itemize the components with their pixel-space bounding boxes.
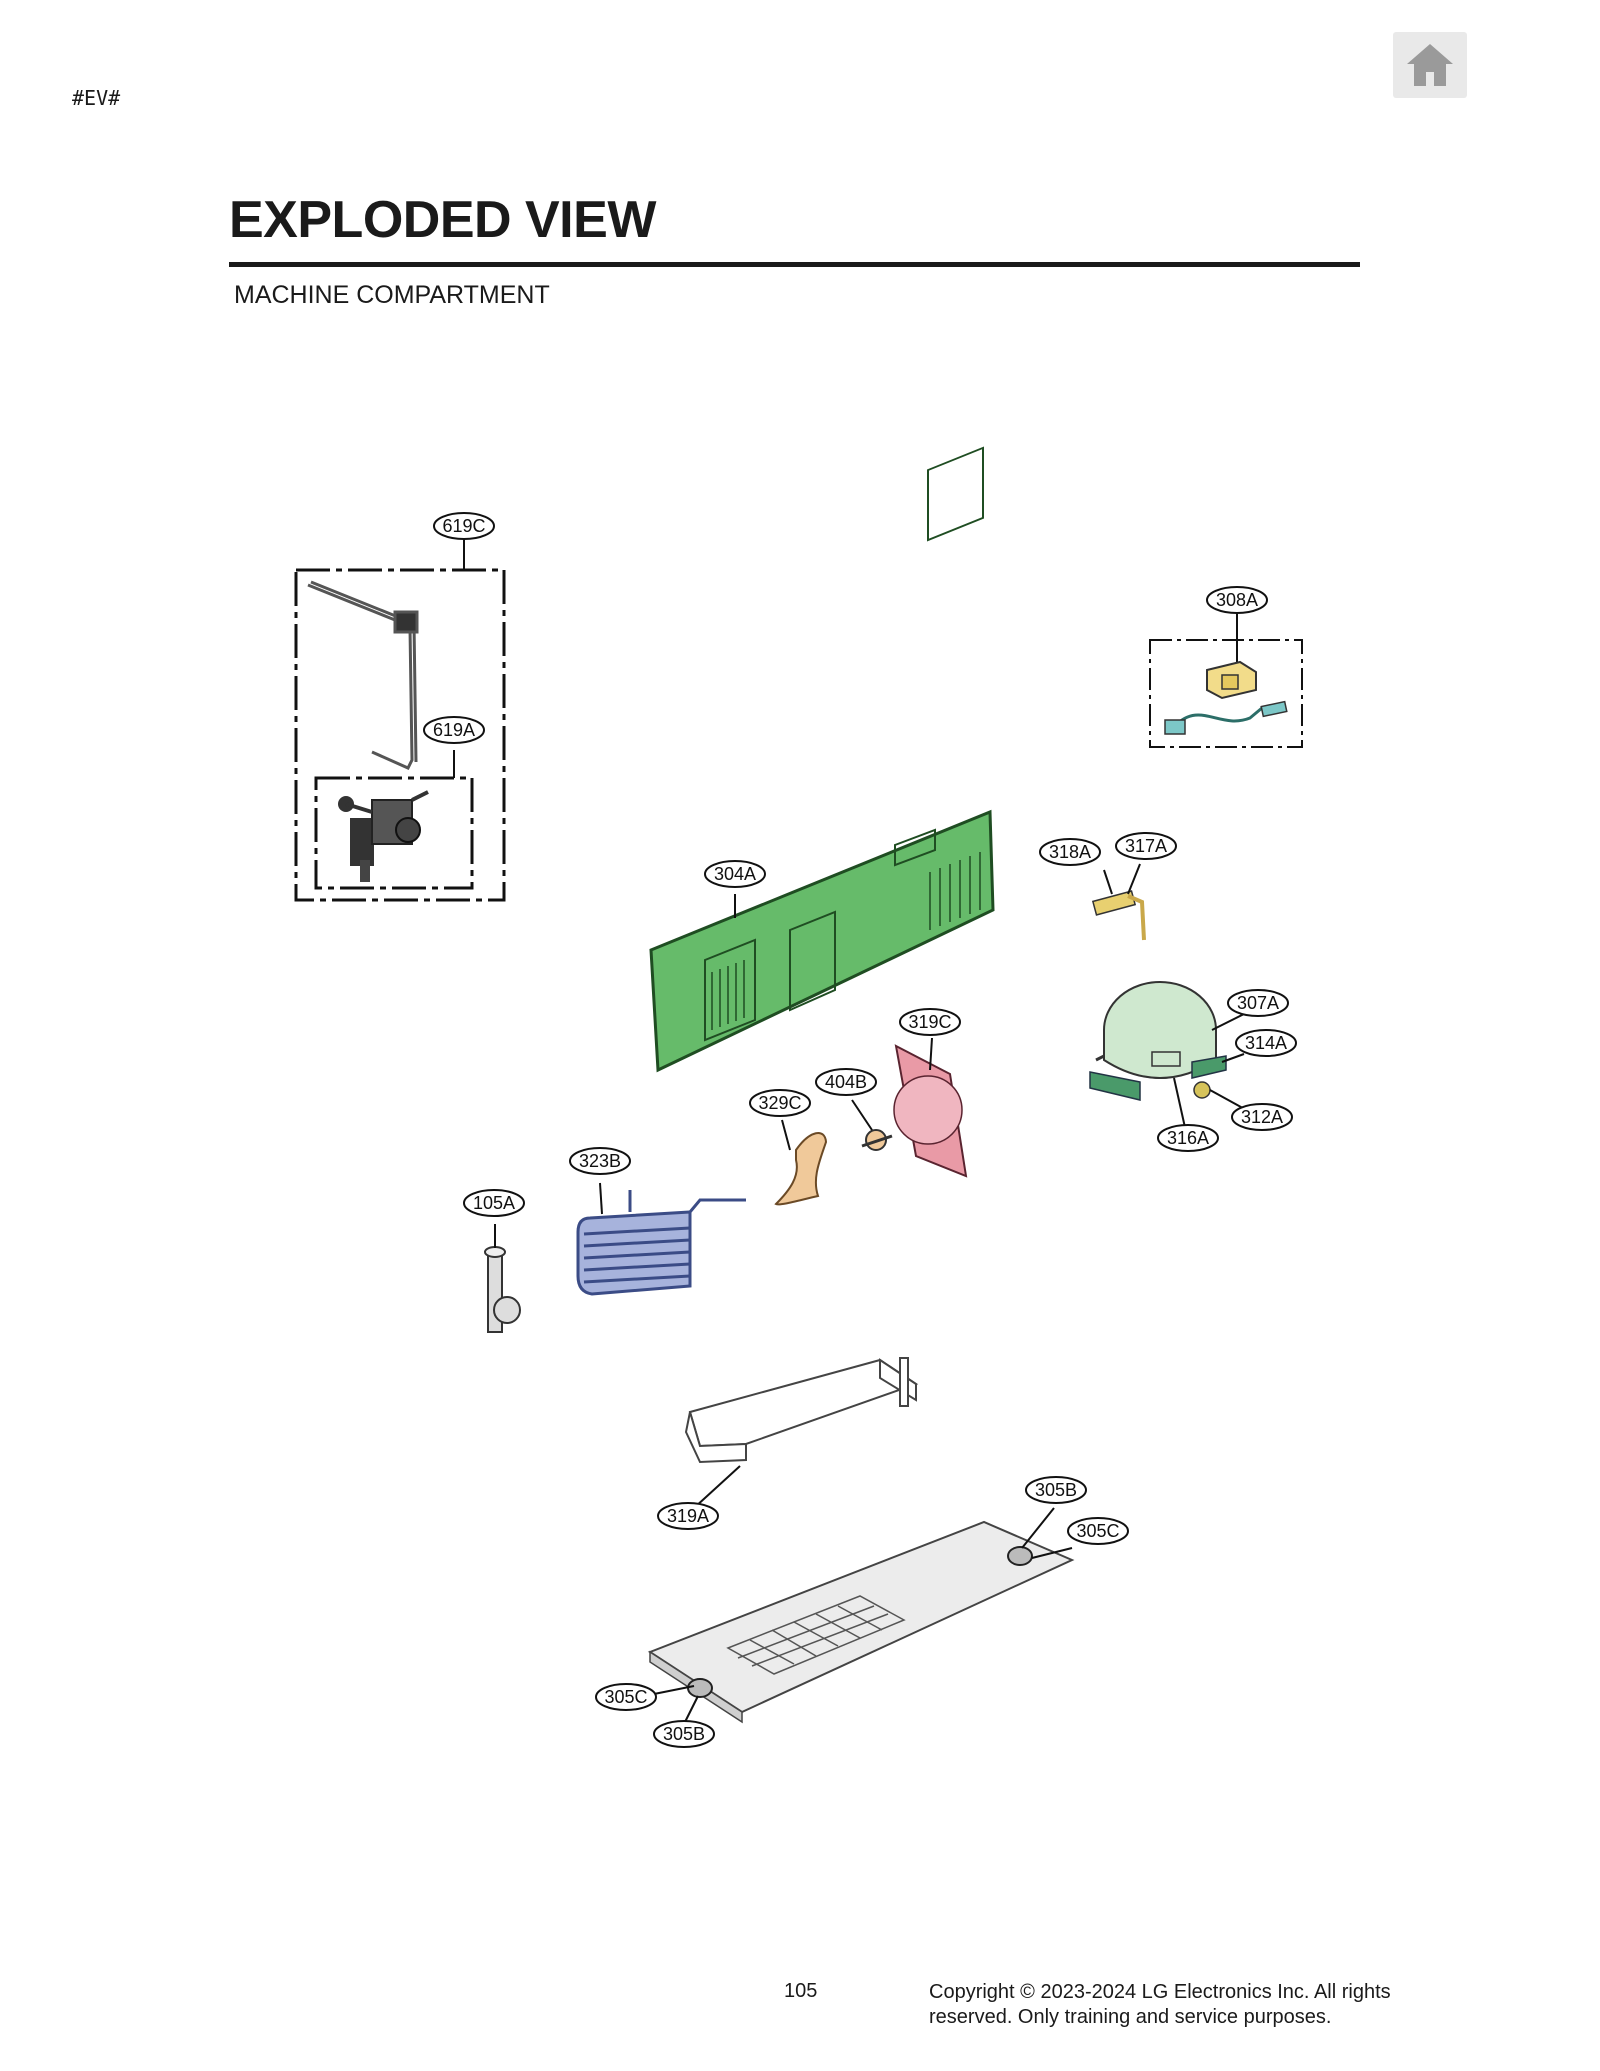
callout-305c-bottom: 305C bbox=[595, 1683, 657, 1711]
svg-text:318A: 318A bbox=[1049, 842, 1091, 862]
callout-323b: 323B bbox=[569, 1147, 631, 1175]
svg-text:305C: 305C bbox=[604, 1687, 647, 1707]
base-plate-part bbox=[647, 1520, 1075, 1724]
svg-text:105A: 105A bbox=[473, 1193, 515, 1213]
svg-text:619C: 619C bbox=[442, 516, 485, 536]
group-box-619a bbox=[314, 776, 474, 890]
callout-619a: 619A bbox=[423, 716, 485, 744]
callout-316a: 316A bbox=[1157, 1124, 1219, 1152]
group-box-619c bbox=[294, 568, 506, 902]
page-title: EXPLODED VIEW bbox=[229, 191, 656, 249]
drain-pan-part bbox=[684, 1357, 919, 1464]
copyright-line-1: Copyright © 2023-2024 LG Electronics Inc… bbox=[929, 1981, 1391, 2003]
svg-text:317A: 317A bbox=[1125, 836, 1167, 856]
svg-text:305B: 305B bbox=[1035, 1480, 1077, 1500]
copyright-line-2: reserved. Only training and service purp… bbox=[929, 2006, 1332, 2028]
fan-motor-part bbox=[861, 1129, 893, 1151]
callout-305b-bottom: 305B bbox=[653, 1720, 715, 1748]
page-number: 105 bbox=[784, 1980, 818, 2002]
svg-text:304A: 304A bbox=[714, 864, 756, 884]
callout-319c: 319C bbox=[899, 1008, 961, 1036]
compressor-part bbox=[1089, 981, 1227, 1101]
home-button[interactable] bbox=[1393, 32, 1467, 98]
callout-317a: 317A bbox=[1115, 832, 1177, 860]
callout-318a: 318A bbox=[1039, 838, 1101, 866]
drain-part bbox=[484, 1246, 521, 1333]
callout-105a: 105A bbox=[463, 1189, 525, 1217]
relay-part bbox=[1164, 660, 1288, 735]
condenser-part bbox=[576, 1190, 746, 1296]
svg-text:329C: 329C bbox=[758, 1093, 801, 1113]
svg-text:323B: 323B bbox=[579, 1151, 621, 1171]
svg-text:314A: 314A bbox=[1245, 1033, 1287, 1053]
svg-text:404B: 404B bbox=[825, 1072, 867, 1092]
callout-312a: 312A bbox=[1231, 1103, 1293, 1131]
water-valve-part bbox=[338, 790, 429, 882]
callout-308a: 308A bbox=[1206, 586, 1268, 614]
fan-shroud-part bbox=[893, 1044, 968, 1178]
svg-text:319A: 319A bbox=[667, 1506, 709, 1526]
callout-329c: 329C bbox=[749, 1089, 811, 1117]
callout-305c-top: 305C bbox=[1067, 1517, 1129, 1545]
callout-307a: 307A bbox=[1227, 989, 1289, 1017]
document-tag: #EV# bbox=[72, 86, 121, 110]
section-subtitle: MACHINE COMPARTMENT bbox=[234, 281, 550, 309]
callout-314a: 314A bbox=[1235, 1029, 1297, 1057]
svg-text:319C: 319C bbox=[908, 1012, 951, 1032]
sensor-part bbox=[1091, 890, 1146, 941]
svg-text:308A: 308A bbox=[1216, 590, 1258, 610]
title-rule bbox=[229, 262, 1360, 267]
group-box-308a bbox=[1149, 639, 1303, 748]
callout-304a: 304A bbox=[704, 860, 766, 888]
home-icon bbox=[1407, 44, 1453, 86]
svg-text:305B: 305B bbox=[663, 1724, 705, 1744]
water-tube-part bbox=[307, 580, 419, 770]
callout-404b: 404B bbox=[815, 1068, 877, 1096]
callout-619c: 619C bbox=[433, 512, 495, 540]
callout-319a: 319A bbox=[657, 1502, 719, 1530]
fan-blade-part bbox=[774, 1132, 828, 1206]
svg-text:307A: 307A bbox=[1237, 993, 1279, 1013]
svg-text:312A: 312A bbox=[1241, 1107, 1283, 1127]
svg-text:619A: 619A bbox=[433, 720, 475, 740]
svg-text:316A: 316A bbox=[1167, 1128, 1209, 1148]
callout-305b-top: 305B bbox=[1025, 1476, 1087, 1504]
svg-text:305C: 305C bbox=[1076, 1521, 1119, 1541]
copyright-notice: Copyright © 2023-2024 LG Electronics Inc… bbox=[929, 1980, 1489, 2030]
